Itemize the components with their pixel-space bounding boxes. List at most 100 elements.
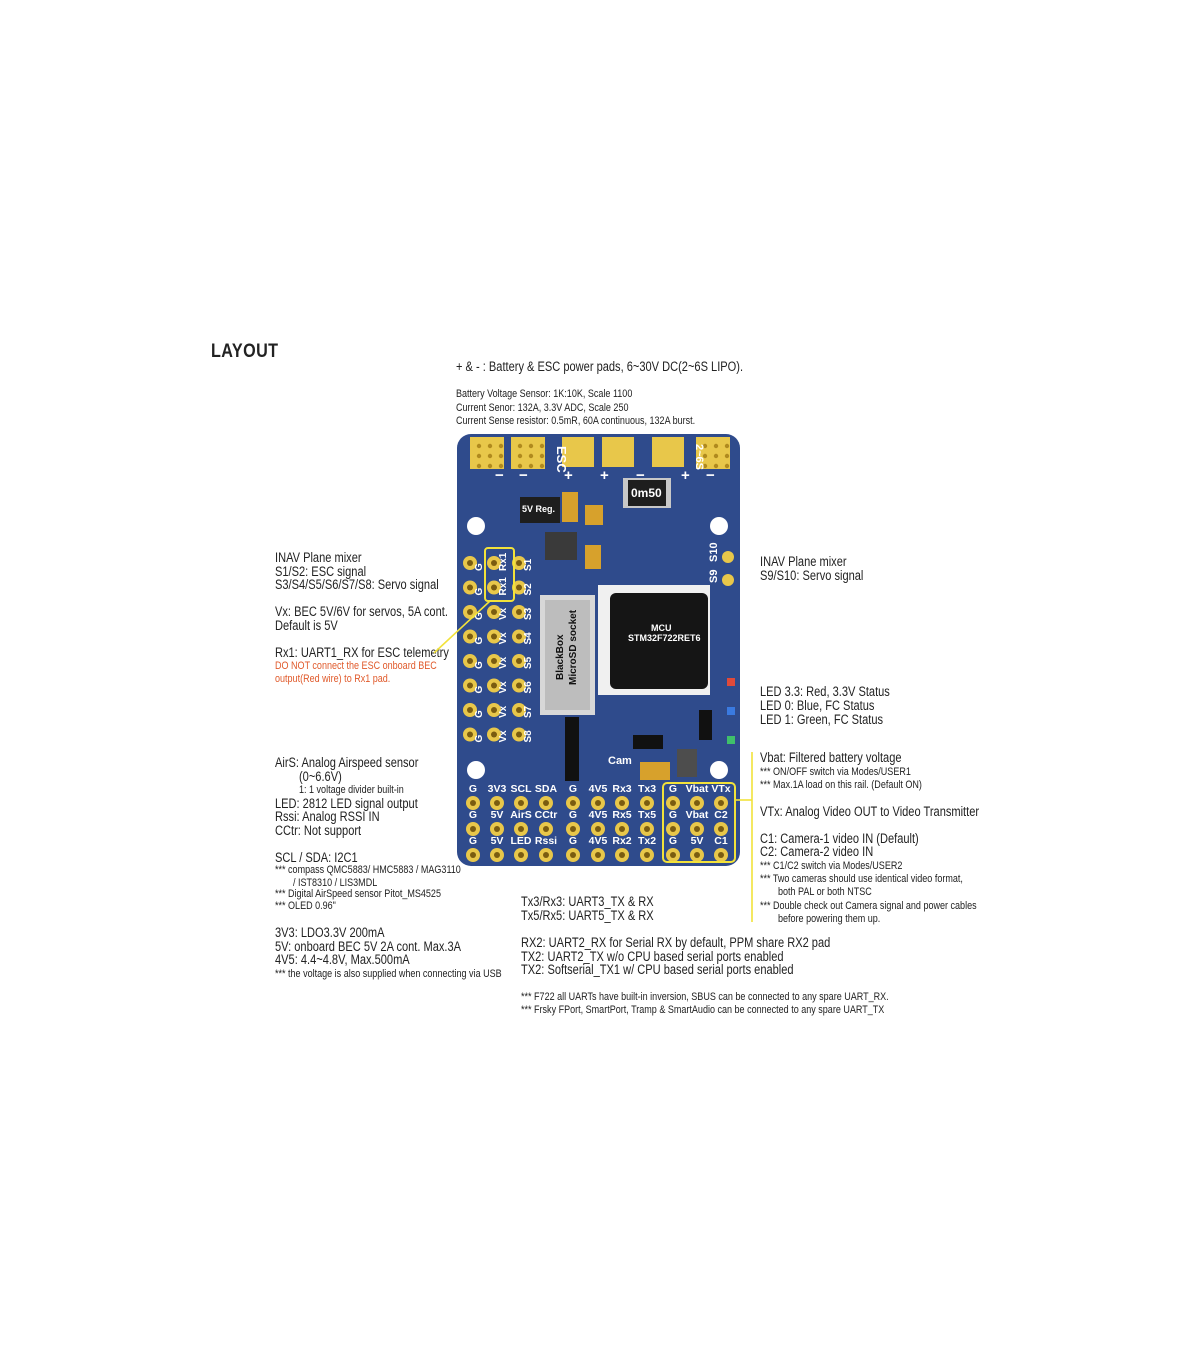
pad-label: AirS (510, 809, 532, 821)
pad-label: G (569, 835, 577, 847)
pad-hole (644, 852, 650, 858)
capacitor-2 (585, 505, 603, 525)
pad-hole (494, 852, 500, 858)
i2c-compass-1: *** compass QMC5883/ HMC5883 / MAG3110 (275, 864, 461, 876)
minus-mark-4: − (706, 467, 715, 484)
pad-label: Rssi (535, 835, 557, 847)
pad-hole (467, 658, 473, 664)
airs-note-3: 1: 1 voltage divider built-in (299, 784, 404, 796)
pad-hole (543, 800, 549, 806)
chip-tall (699, 710, 712, 740)
minus-mark-3: − (636, 467, 645, 484)
pad-label: Rx2 (612, 835, 631, 847)
mcu-part: STM32F722RET6 (628, 633, 701, 643)
via (517, 453, 523, 459)
left-mixer-s1s2: S1/S2: ESC signal (275, 564, 367, 579)
pad-hole (491, 609, 497, 615)
via (476, 443, 482, 449)
pad-hole (619, 852, 625, 858)
vbat-note: Vbat: Filtered battery voltage (760, 750, 902, 765)
pad-hole (467, 707, 473, 713)
pad-hole (543, 826, 549, 832)
pad-hole (516, 658, 522, 664)
pad-vias (476, 443, 730, 469)
pad-hole (491, 731, 497, 738)
pad-hole (491, 633, 497, 640)
pad-hole (516, 609, 522, 615)
pad-label: Vx (498, 705, 509, 718)
i2c-airspeed: *** Digital AirSpeed sensor Pitot_MS4525 (275, 888, 441, 900)
pad-label: 3V3 (488, 783, 507, 795)
left-mixer-servos: S3/S4/S5/S6/S7/S8: Servo signal (275, 577, 439, 592)
pad-label: G (469, 835, 477, 847)
capacitor-3 (585, 545, 601, 569)
plus-mark-2: + (600, 467, 609, 484)
pad-label: Rx3 (612, 783, 631, 795)
pad-label: G (474, 563, 485, 571)
pad-label: 4V5 (589, 783, 608, 795)
pad-hole (518, 852, 524, 858)
left-mixer-title: INAV Plane mixer (275, 550, 362, 565)
pad-hole (516, 707, 522, 713)
airs-note-1: AirS: Analog Airspeed sensor (275, 755, 419, 770)
microsd-label-1: BlackBox (555, 634, 566, 680)
cam-note-5: before powering them up. (778, 913, 881, 925)
pad-plus-2 (602, 437, 634, 467)
pad-label: S7 (523, 705, 534, 718)
led-green (727, 736, 735, 744)
mount-hole-bl (467, 761, 485, 779)
pad-label: Vbat (686, 809, 709, 821)
plus-mark-1: + (564, 467, 573, 484)
pad-label: 5V (491, 835, 504, 847)
pad-label: S8 (523, 730, 534, 743)
i2c-compass-2: / IST8310 / LIS3MDL (293, 877, 378, 889)
video-callout-box (662, 782, 736, 863)
via (702, 443, 708, 449)
via (713, 453, 719, 459)
shunt-label: 0m50 (631, 486, 662, 500)
pad-label: Rx5 (612, 809, 631, 821)
mount-hole-tr (710, 517, 728, 535)
pad-label: G (474, 661, 485, 669)
pad-hole (570, 800, 576, 806)
via (539, 463, 545, 469)
pad-label: Vx (498, 681, 509, 694)
via (528, 453, 534, 459)
pad-hole (491, 560, 497, 566)
pad-label: Tx3 (638, 783, 656, 795)
inversion-note: *** F722 all UARTs have built-in inversi… (521, 991, 889, 1003)
pad-hole (467, 609, 473, 615)
via (517, 463, 523, 469)
cam-label: Cam (608, 755, 632, 767)
pad-hole (467, 731, 473, 738)
pad-hole (694, 852, 700, 858)
s9-label: S9 (708, 570, 720, 583)
pad-label: G (474, 588, 485, 596)
pad-label: Vx (498, 607, 509, 620)
mount-hole-tl (467, 517, 485, 535)
power-usb-note: *** the voltage is also supplied when co… (275, 968, 502, 980)
pad-label: 4V5 (589, 835, 608, 847)
pad-hole (516, 682, 522, 689)
via (498, 463, 504, 469)
pad-label: SDA (535, 783, 558, 795)
cam-note-1: *** C1/C2 switch via Modes/USER2 (760, 860, 903, 872)
led33-note: LED 3.3: Red, 3.3V Status (760, 684, 890, 699)
led-note: LED: 2812 LED signal output (275, 796, 418, 811)
pad-label: G (669, 783, 677, 795)
pad-label: LED (511, 835, 532, 847)
pad-label: VTx (711, 783, 730, 795)
pad-hole (516, 584, 522, 591)
pad-hole (670, 800, 676, 806)
pad-hole (494, 826, 500, 832)
pad-label: G (569, 783, 577, 795)
cells-label: 2~6S (693, 444, 705, 470)
c1-note: C1: Camera-1 video IN (Default) (760, 831, 919, 846)
pad-label: G (474, 612, 485, 620)
esc-label: ESC (554, 446, 569, 473)
pad-label: G (474, 710, 485, 718)
pad-minus-esc (511, 437, 545, 469)
pad-label: G (474, 686, 485, 694)
via (487, 453, 493, 459)
